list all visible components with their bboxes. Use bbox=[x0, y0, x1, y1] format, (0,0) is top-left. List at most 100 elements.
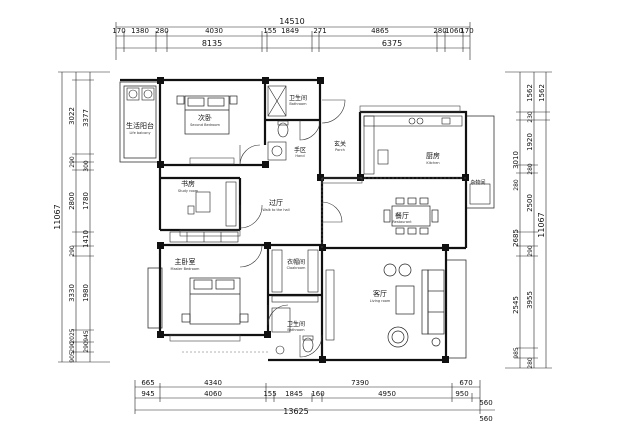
label-master: 主卧室 bbox=[175, 257, 196, 266]
dim-left-0: 3022 bbox=[68, 107, 76, 125]
dim-top-r2-left: 8135 bbox=[202, 39, 222, 48]
dim-left-3: 300 bbox=[83, 160, 90, 172]
label-foyer: 玄关 bbox=[334, 140, 346, 148]
dim-left-1: 3377 bbox=[82, 109, 90, 127]
dim-left-13: 290 bbox=[83, 341, 90, 353]
dining-table-icon bbox=[383, 197, 439, 235]
label-hallway-sub: Walk to the hall bbox=[262, 208, 289, 212]
label-closet: 衣帽间 bbox=[287, 258, 305, 266]
dim-right-0: 1562 bbox=[526, 84, 534, 102]
label-second-bedroom: 次卧 bbox=[198, 113, 212, 122]
sofa-icon bbox=[421, 269, 445, 335]
dim-bottom-r2-1: 4060 bbox=[204, 390, 222, 398]
lower-bath-fixtures bbox=[271, 307, 314, 355]
dim-bottom-r2-5: 4950 bbox=[378, 390, 396, 398]
label-kitchen-sub: Kitchen bbox=[426, 161, 439, 165]
dim-left-7: 290 bbox=[69, 245, 76, 257]
dim-right-r2-1: 11067 bbox=[537, 212, 546, 237]
cabinet-icon bbox=[169, 231, 239, 243]
coffee-table-icon bbox=[395, 285, 415, 315]
label-foyer-sub: Porch bbox=[335, 148, 345, 152]
master-bed-icon bbox=[181, 277, 249, 325]
dim-top-r1-10: 170 bbox=[460, 27, 473, 35]
dim-top-r1-3: 4030 bbox=[205, 27, 223, 35]
dim-right-4: 3010 bbox=[512, 151, 520, 169]
label-hand-wash-sub: Hand bbox=[295, 154, 304, 158]
top-dimensions bbox=[115, 22, 471, 60]
dim-bottom-r2-0: 945 bbox=[141, 390, 154, 398]
open-boundaries bbox=[182, 177, 466, 353]
dim-left-14: 905 bbox=[69, 351, 76, 363]
doors bbox=[239, 99, 346, 358]
dim-right-1: 230 bbox=[527, 111, 534, 123]
dim-top-r1-0: 170 bbox=[112, 27, 125, 35]
label-hand-wash: 手区 bbox=[294, 146, 306, 154]
dim-left-outer: 11067 bbox=[53, 204, 62, 229]
dim-bottom-r2-7: 560 bbox=[479, 399, 492, 407]
dim-left-6: 1410 bbox=[82, 230, 90, 248]
dim-right-8: 290 bbox=[527, 245, 534, 257]
dim-top-r1-5: 1849 bbox=[281, 27, 299, 35]
label-closet-sub: Cloakroom bbox=[287, 266, 306, 270]
shower-icon bbox=[267, 85, 287, 117]
label-life-balcony-sub: Life balcony bbox=[129, 131, 150, 135]
dim-top-r2-right: 6375 bbox=[382, 39, 402, 48]
dim-right-5: 280 bbox=[513, 179, 520, 191]
dim-bottom-r2-2: 155 bbox=[263, 390, 276, 398]
dim-top-r1-9: 1060 bbox=[445, 27, 463, 35]
dim-bottom-extra: 560 bbox=[479, 415, 492, 423]
dim-bottom-r1-1: 4340 bbox=[204, 379, 222, 387]
dim-bottom-r2-4: 160 bbox=[311, 390, 324, 398]
label-study: 书房 bbox=[181, 179, 195, 188]
dim-top-r1-6: 271 bbox=[313, 27, 326, 35]
dim-left-10: 945 bbox=[83, 330, 90, 342]
rack-icon bbox=[469, 183, 491, 205]
dim-top-r1-1: 1380 bbox=[131, 27, 149, 35]
walls bbox=[120, 78, 468, 362]
label-bath-top-sub: Bathroom bbox=[289, 102, 307, 106]
dim-bottom-r1-0: 665 bbox=[141, 379, 154, 387]
dim-right-7: 2685 bbox=[512, 229, 520, 247]
kitchen-counter bbox=[363, 115, 463, 175]
label-kitchen: 厨房 bbox=[426, 151, 440, 160]
dim-right-3: 280 bbox=[527, 163, 534, 175]
dim-right-2: 1920 bbox=[526, 133, 534, 151]
dim-right-11: 985 bbox=[513, 347, 520, 359]
dim-left-5: 1780 bbox=[82, 192, 90, 210]
stools-icon bbox=[383, 263, 412, 277]
desk-icon bbox=[187, 181, 237, 227]
dim-right-10: 3955 bbox=[526, 291, 534, 309]
dim-right-r2-0: 1562 bbox=[538, 84, 546, 102]
left-dimensions bbox=[58, 71, 110, 363]
dim-bottom-total: 13625 bbox=[283, 407, 308, 416]
dim-bottom-r2-6: 950 bbox=[455, 390, 468, 398]
dim-right-9: 2545 bbox=[512, 296, 520, 314]
dim-left-12: 290 bbox=[69, 341, 76, 353]
label-dining-sub: Restaurant bbox=[392, 220, 412, 224]
label-living-sub: Living room bbox=[370, 299, 391, 303]
label-hallway: 过厅 bbox=[269, 198, 283, 207]
toilet-icon bbox=[277, 120, 289, 138]
label-living: 客厅 bbox=[373, 289, 387, 298]
dim-left-4: 2800 bbox=[68, 192, 76, 210]
pillars bbox=[157, 77, 469, 363]
dim-top-r1-8: 280 bbox=[433, 27, 446, 35]
dim-bottom-r1-3: 670 bbox=[459, 379, 472, 387]
label-second-bedroom-sub: Second Bedroom bbox=[190, 123, 220, 127]
tv-unit-icon bbox=[325, 269, 335, 341]
label-bath-bottom-sub: Bathroom bbox=[287, 328, 305, 332]
label-storage: 杂物间 bbox=[470, 179, 485, 186]
wardrobe-icon bbox=[271, 249, 319, 303]
dim-top-r1-7: 4865 bbox=[371, 27, 389, 35]
dim-left-2: 290 bbox=[69, 156, 76, 168]
dim-top-r1-4: 155 bbox=[263, 27, 276, 35]
dim-right-6: 2500 bbox=[526, 194, 534, 212]
bottom-dimensions bbox=[134, 380, 495, 414]
label-study-sub: Study room bbox=[178, 189, 199, 193]
dim-bottom-r1-2: 7390 bbox=[351, 379, 369, 387]
basin-icon bbox=[267, 141, 287, 161]
dim-top-total: 14510 bbox=[279, 17, 304, 26]
label-life-balcony: 生活阳台 bbox=[126, 121, 154, 130]
dim-left-11: 2025 bbox=[69, 328, 76, 343]
dim-right-12: 280 bbox=[527, 357, 534, 369]
